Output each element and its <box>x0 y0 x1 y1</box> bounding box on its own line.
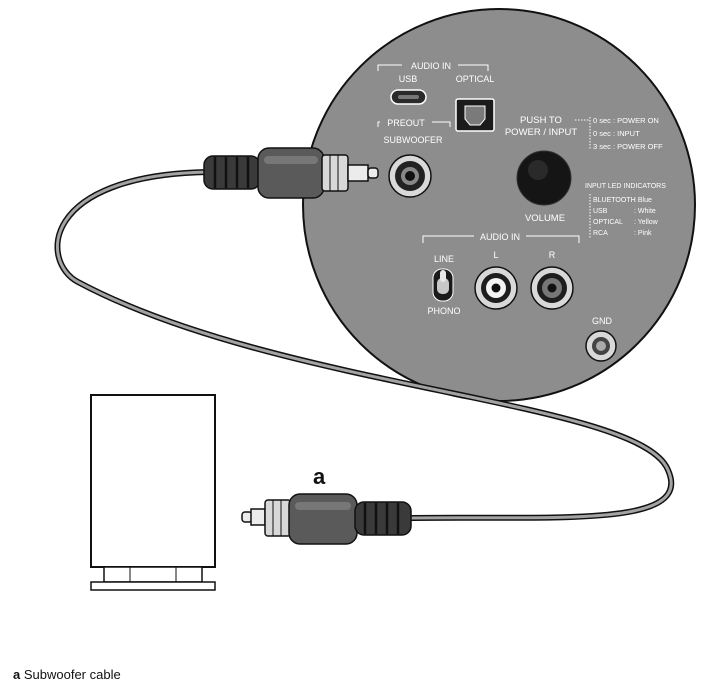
led-color: : Yellow <box>634 219 659 226</box>
led-source: OPTICAL <box>593 219 623 226</box>
volume-knob[interactable] <box>516 150 572 206</box>
audio-in-top-section: AUDIO IN USB OPTICAL <box>377 61 495 84</box>
rca-right-jack[interactable] <box>530 266 574 310</box>
led-source: RCA <box>593 230 608 237</box>
optical-port[interactable] <box>455 98 495 132</box>
preout-label: PREOUT <box>387 118 425 128</box>
audio-in-bottom-section: AUDIO IN L R <box>422 232 580 260</box>
push-to-power-labels: PUSH TO POWER / INPUT 0 sec : POWER ON 0… <box>505 115 663 151</box>
right-channel-label: R <box>549 250 556 260</box>
usb-c-port[interactable] <box>390 89 427 105</box>
led-color: : White <box>634 208 656 215</box>
power-input-label: POWER / INPUT <box>505 127 578 138</box>
input-led-indicators: INPUT LED INDICATORS BLUETOOTH : Blue US… <box>585 183 666 238</box>
subwoofer-jack[interactable] <box>388 154 432 198</box>
power-off-text: 3 sec : POWER OFF <box>593 142 663 151</box>
audio-in-bottom-label: AUDIO IN <box>480 232 520 242</box>
device-rear-panel <box>302 8 696 402</box>
usb-label: USB <box>399 74 418 84</box>
led-source: USB <box>593 208 608 215</box>
gnd-label: GND <box>592 316 613 326</box>
volume-label: VOLUME <box>525 213 565 224</box>
figure-caption: a Subwoofer cable <box>13 667 121 682</box>
caption-text: Subwoofer cable <box>23 667 121 682</box>
rca-left-jack[interactable] <box>474 266 518 310</box>
audio-in-top-label: AUDIO IN <box>411 61 451 71</box>
led-color: : Pink <box>634 230 652 237</box>
led-title: INPUT LED INDICATORS <box>585 183 666 190</box>
subwoofer-cable <box>54 169 675 521</box>
rca-plug-bottom <box>241 493 412 545</box>
subwoofer-speaker <box>90 394 216 591</box>
left-channel-label: L <box>493 250 498 260</box>
gnd-terminal[interactable]: GND <box>585 316 617 362</box>
line-label: LINE <box>434 254 454 264</box>
led-color: : Blue <box>634 197 652 204</box>
preout-section: PREOUT SUBWOOFER <box>377 118 451 145</box>
caption-letter: a <box>13 667 21 682</box>
push-to-label: PUSH TO <box>520 115 562 126</box>
rca-plug-top <box>203 147 379 199</box>
phono-label: PHONO <box>427 306 460 316</box>
subwoofer-label: SUBWOOFER <box>383 135 443 145</box>
cable-callout-label: a <box>313 464 326 489</box>
line-phono-switch[interactable]: LINE PHONO <box>427 254 460 316</box>
input-text: 0 sec : INPUT <box>593 129 640 138</box>
led-source: BLUETOOTH <box>593 197 636 204</box>
optical-label: OPTICAL <box>456 74 495 84</box>
power-on-text: 0 sec : POWER ON <box>593 116 659 125</box>
